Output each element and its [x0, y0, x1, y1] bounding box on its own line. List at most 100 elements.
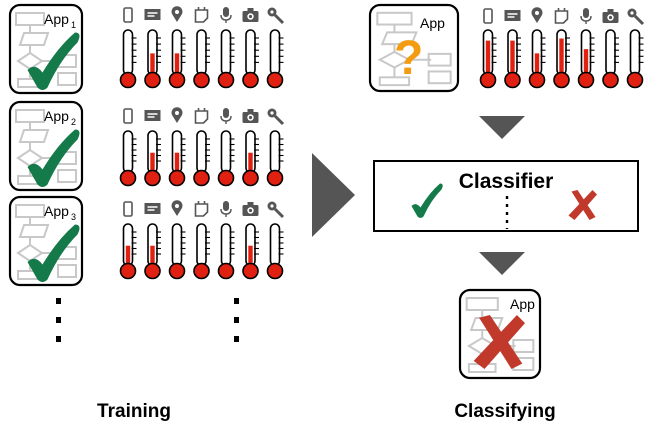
flow-arrow-right — [312, 153, 355, 237]
thermometer-bulb — [479, 71, 497, 89]
thermometer-bulb — [119, 169, 137, 187]
app-name-label: App — [420, 15, 445, 31]
phone-icon — [123, 108, 133, 124]
training-usage-row-1 — [119, 6, 285, 89]
location-icon — [171, 200, 183, 216]
thermometer-tube — [196, 223, 207, 267]
microphone-icon — [220, 108, 232, 124]
classifier-box: Classifier — [373, 160, 639, 232]
thermometer-tube — [196, 130, 207, 174]
thermometer-tube — [629, 29, 641, 76]
thermometer-mercury — [485, 40, 491, 75]
thermometer — [144, 130, 161, 187]
app-index-label: 3 — [71, 212, 76, 222]
thermometer-bulb — [242, 169, 259, 187]
thermometer — [602, 29, 619, 89]
check-shape — [27, 129, 80, 187]
thermometer — [242, 29, 259, 89]
thermometer-bulb — [577, 71, 595, 89]
thermometer-bulb — [193, 71, 210, 89]
thermometer — [504, 29, 521, 89]
training-caption: Training — [97, 401, 171, 422]
phone-icon — [483, 8, 493, 24]
thermometer-bulb — [144, 71, 161, 89]
camera-icon — [602, 9, 619, 23]
thermometer-bulb — [193, 262, 210, 280]
app-name-label: App — [510, 296, 535, 312]
result-app: App — [458, 288, 542, 380]
message-icon — [144, 203, 161, 214]
location-icon — [531, 7, 543, 23]
thermometer — [528, 29, 546, 89]
thermometer — [193, 223, 210, 280]
thermometer-bulb — [193, 169, 210, 187]
training-app-2: App 2 — [8, 100, 84, 192]
check-icon — [27, 32, 80, 90]
flow-arrow-down-2 — [479, 252, 525, 275]
app-frame — [8, 195, 84, 287]
thermometer-bulb — [266, 169, 284, 187]
thermometer-bulb — [168, 169, 186, 187]
thermometer-bulb — [602, 71, 619, 89]
thermometer-bulb — [266, 71, 284, 89]
cross-icon — [473, 315, 525, 369]
more-rows-ellipsis — [234, 298, 239, 342]
thermometer-bulb — [626, 71, 644, 89]
thermometer — [119, 29, 137, 89]
thermometer-mercury — [583, 49, 589, 75]
message-icon — [144, 9, 161, 20]
thermometer — [577, 29, 595, 89]
thermometer — [168, 29, 186, 89]
key-icon — [627, 8, 645, 26]
thermometer-bulb — [144, 262, 161, 280]
flow-arrow-down-1 — [479, 116, 525, 139]
thermometer — [168, 223, 186, 280]
thermometer — [217, 29, 235, 89]
thermometer-tube — [171, 223, 183, 267]
thermometer-bulb — [553, 71, 570, 89]
thermometer-bulb — [217, 169, 235, 187]
more-apps-ellipsis — [56, 298, 61, 342]
microphone-icon — [220, 201, 232, 217]
thermometer — [626, 29, 644, 89]
check-shape — [27, 224, 80, 282]
camera-icon — [242, 8, 259, 22]
thermometer-tube — [220, 130, 232, 174]
thermometer-bulb — [168, 262, 186, 280]
thermometer-tube — [122, 130, 134, 174]
thermometer-mercury — [174, 53, 180, 75]
thermometer — [119, 223, 137, 280]
thermometer-bulb — [217, 262, 235, 280]
camera-icon — [242, 202, 259, 216]
app-frame — [368, 3, 460, 93]
training-app-1: App 1 — [8, 3, 84, 95]
check-icon — [27, 224, 80, 282]
thermometer-tube — [605, 29, 616, 76]
cross-stroke-2 — [473, 315, 525, 369]
thermometer-mercury — [248, 152, 253, 173]
thermometer-bulb — [119, 71, 137, 89]
thermometer-tube — [269, 130, 281, 174]
cross-shape — [473, 315, 525, 369]
unknown-app: App ? — [368, 3, 460, 93]
thermometer — [242, 130, 259, 187]
thermometer-tube — [122, 29, 134, 76]
check-shape — [27, 32, 80, 90]
thermometer-bulb — [144, 169, 161, 187]
thermometer — [266, 29, 284, 89]
classifying-caption: Classifying — [454, 401, 555, 422]
thermometer-tube — [196, 29, 207, 76]
camera-icon — [242, 109, 259, 123]
location-icon — [171, 107, 183, 123]
thermometer — [479, 29, 497, 89]
training-usage-row-3 — [119, 200, 285, 280]
phone-icon — [123, 201, 133, 217]
thermometer-mercury — [559, 38, 564, 75]
thermometer — [266, 130, 284, 187]
cross-icon — [568, 190, 597, 220]
question-mark-icon: ? — [394, 32, 423, 85]
microphone-icon — [220, 7, 232, 23]
message-icon — [504, 10, 521, 21]
thermometer — [193, 29, 210, 89]
thermometer-mercury — [150, 245, 155, 266]
